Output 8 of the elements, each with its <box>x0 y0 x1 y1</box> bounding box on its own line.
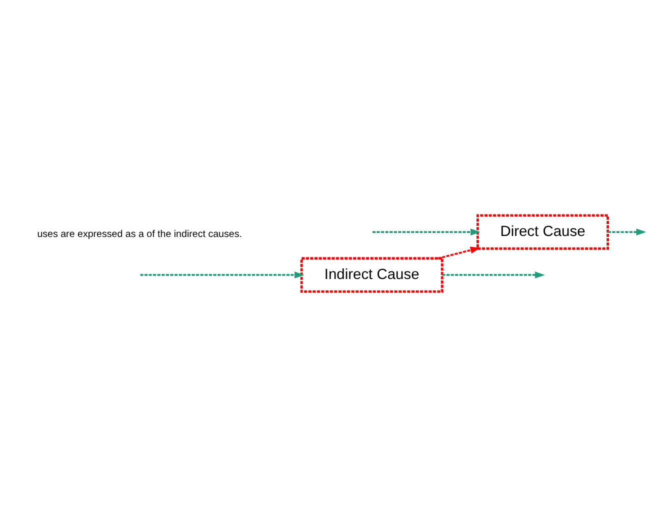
node-box: Direct Cause <box>476 214 610 250</box>
arrow <box>442 271 545 278</box>
arrow <box>372 228 480 235</box>
arrow <box>608 228 646 235</box>
arrow <box>140 271 304 278</box>
label: uses are expressed as a of the indirect causes. <box>37 228 242 240</box>
arrow <box>438 246 480 259</box>
node-box: Indirect Cause <box>300 256 444 292</box>
